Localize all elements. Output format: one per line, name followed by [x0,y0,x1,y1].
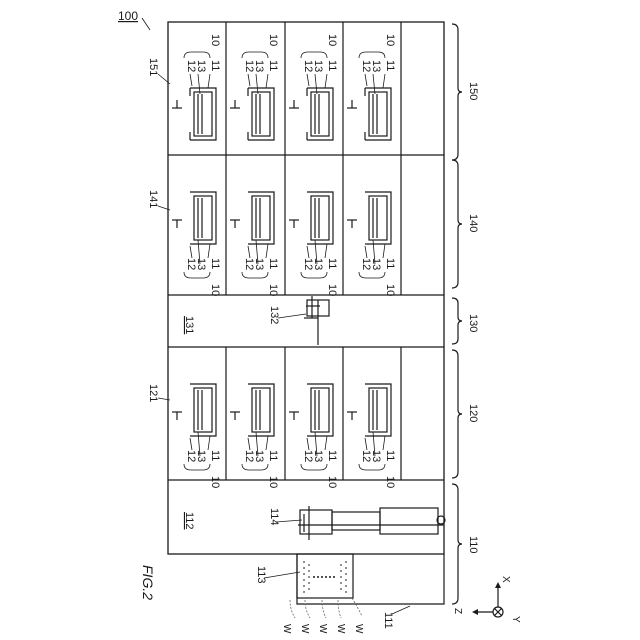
section-label-150: 150 [467,82,479,100]
axis-z-label: Z [452,608,463,614]
bracket-110 [452,484,462,604]
bracket-130 [452,298,462,344]
label-121: 121 [147,384,159,402]
bracket-120 [452,350,462,478]
bracket-140 [452,160,462,288]
figure-ref: 100 [118,9,138,23]
bracket-150 [452,24,462,160]
wafer-label: W [317,624,328,634]
section-label-120: 120 [467,404,479,422]
figure-title: FIG.2 [140,565,156,600]
axes-indicator [472,582,503,617]
axis-x-label: X [500,576,511,583]
cassette-area [290,554,444,618]
label-141: 141 [147,190,159,208]
label-113: 113 [255,566,267,584]
label-151: 151 [147,58,159,76]
wafer-label: W [281,624,292,634]
wafer-label: W [335,624,346,634]
axis-y-label: Y [510,616,521,623]
label-132: 132 [268,306,280,324]
ref-arrow [142,18,150,30]
wafer-label: W [299,624,310,634]
section-label-140: 140 [467,214,479,232]
label-112: 112 [183,512,195,530]
label-131: 131 [183,316,195,334]
section-label-130: 130 [467,314,479,332]
label-111: 111 [382,612,394,629]
section-label-110: 110 [467,536,479,554]
wafer-label: W [353,624,364,634]
label-114: 114 [268,508,280,526]
